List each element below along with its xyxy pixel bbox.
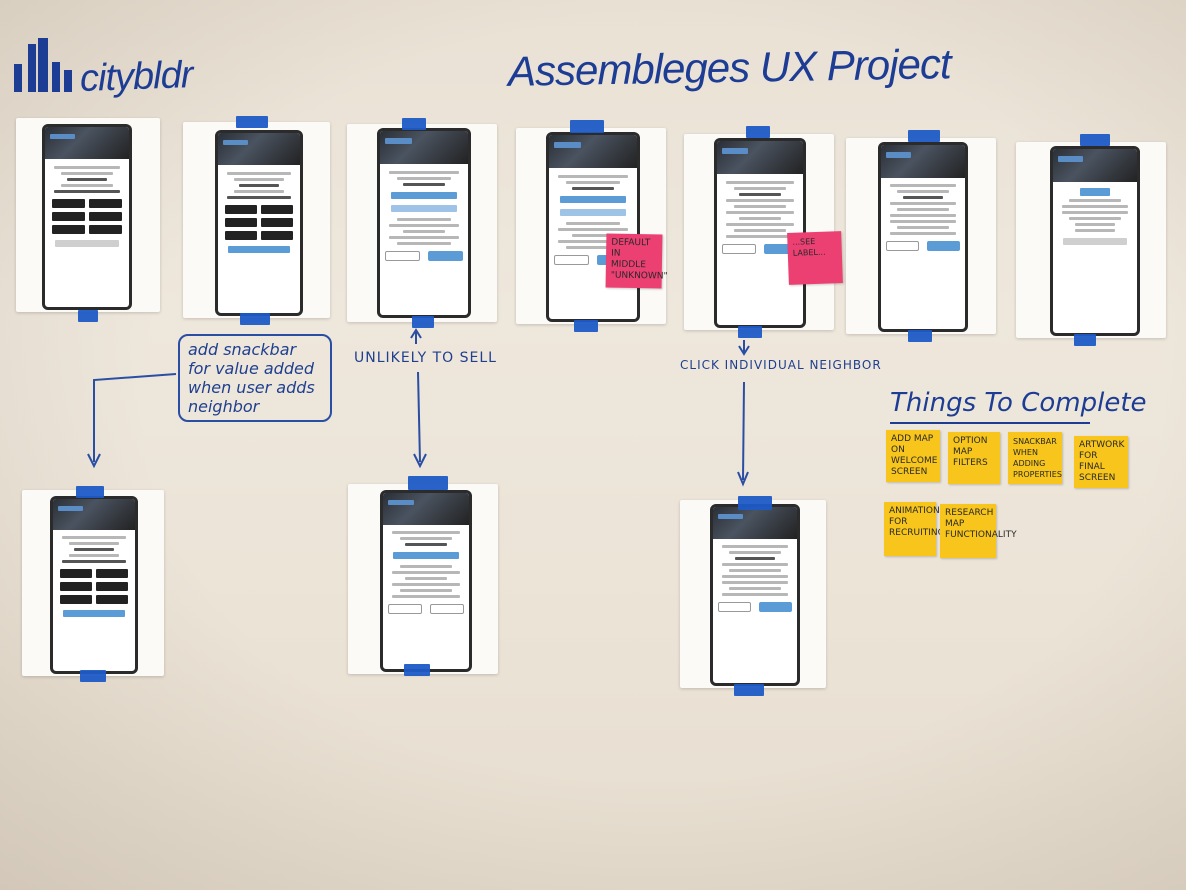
phone-mockup bbox=[380, 490, 472, 672]
sticky-note-pink: ...SEE LABEL... bbox=[787, 231, 843, 285]
phone-mockup bbox=[714, 138, 806, 328]
tape bbox=[240, 313, 270, 325]
tape bbox=[408, 476, 448, 490]
sticky-note-pink: DEFAULT IN MIDDLE "UNKNOWN" bbox=[605, 233, 668, 289]
tape bbox=[738, 326, 762, 338]
tape bbox=[404, 664, 430, 676]
sticky-note-yellow: ADD MAP ON WELCOME SCREEN bbox=[886, 430, 940, 482]
sticky-note-yellow: SNACKBAR WHEN ADDING PROPERTIES bbox=[1008, 432, 1062, 484]
sticky-note-yellow: ANIMATION FOR RECRUITING bbox=[884, 502, 945, 556]
paper-sheet bbox=[1016, 142, 1166, 338]
tape bbox=[78, 310, 98, 322]
phone-mockup bbox=[42, 124, 132, 310]
project-title: Assembleges UX Project bbox=[507, 40, 951, 95]
phone-mockup bbox=[710, 504, 800, 686]
sticky-note-yellow: ARTWORK FOR FINAL SCREEN bbox=[1074, 436, 1128, 488]
tape bbox=[908, 330, 932, 342]
paper-sheet bbox=[22, 490, 164, 676]
phone-mockup bbox=[215, 130, 303, 316]
tape bbox=[236, 116, 268, 128]
tape bbox=[734, 684, 764, 696]
phone-mockup bbox=[1050, 146, 1140, 336]
tape bbox=[1080, 134, 1110, 146]
paper-sheet bbox=[348, 484, 498, 674]
sticky-note-yellow: RESEARCH MAP FUNCTIONALITY bbox=[940, 504, 1017, 558]
snackbar-annotation: add snackbar for value added when user a… bbox=[178, 334, 332, 422]
click-neighbor-label: CLICK INDIVIDUAL NEIGHBOR bbox=[680, 358, 882, 372]
phone-mockup bbox=[50, 496, 138, 674]
phone-mockup bbox=[878, 142, 968, 332]
things-to-complete-heading: Things To Complete bbox=[890, 388, 1147, 418]
tape bbox=[80, 670, 106, 682]
phone-mockup bbox=[546, 132, 640, 322]
logo-text: citybldr bbox=[79, 54, 194, 100]
sticky-note-yellow: OPTION MAP FILTERS bbox=[948, 432, 1000, 484]
tape bbox=[1074, 334, 1096, 346]
arrow-snackbar bbox=[93, 373, 177, 462]
paper-sheet bbox=[680, 500, 826, 688]
logo-bars-icon bbox=[14, 38, 72, 92]
tape bbox=[738, 496, 772, 510]
tape bbox=[746, 126, 770, 138]
paper-sheet bbox=[516, 128, 666, 324]
paper-sheet bbox=[16, 118, 160, 312]
paper-sheet bbox=[183, 122, 330, 318]
tape bbox=[908, 130, 940, 142]
heading-underline bbox=[890, 422, 1090, 424]
tape bbox=[570, 120, 604, 133]
tape bbox=[76, 486, 104, 498]
tape bbox=[574, 320, 598, 332]
citybldr-logo: citybldr bbox=[12, 36, 193, 106]
phone-mockup bbox=[377, 128, 471, 318]
unlikely-to-sell-label: UNLIKELY TO SELL bbox=[354, 350, 497, 366]
paper-sheet bbox=[846, 138, 996, 334]
tape bbox=[402, 118, 426, 130]
paper-sheet bbox=[347, 124, 497, 322]
tape bbox=[412, 316, 434, 328]
